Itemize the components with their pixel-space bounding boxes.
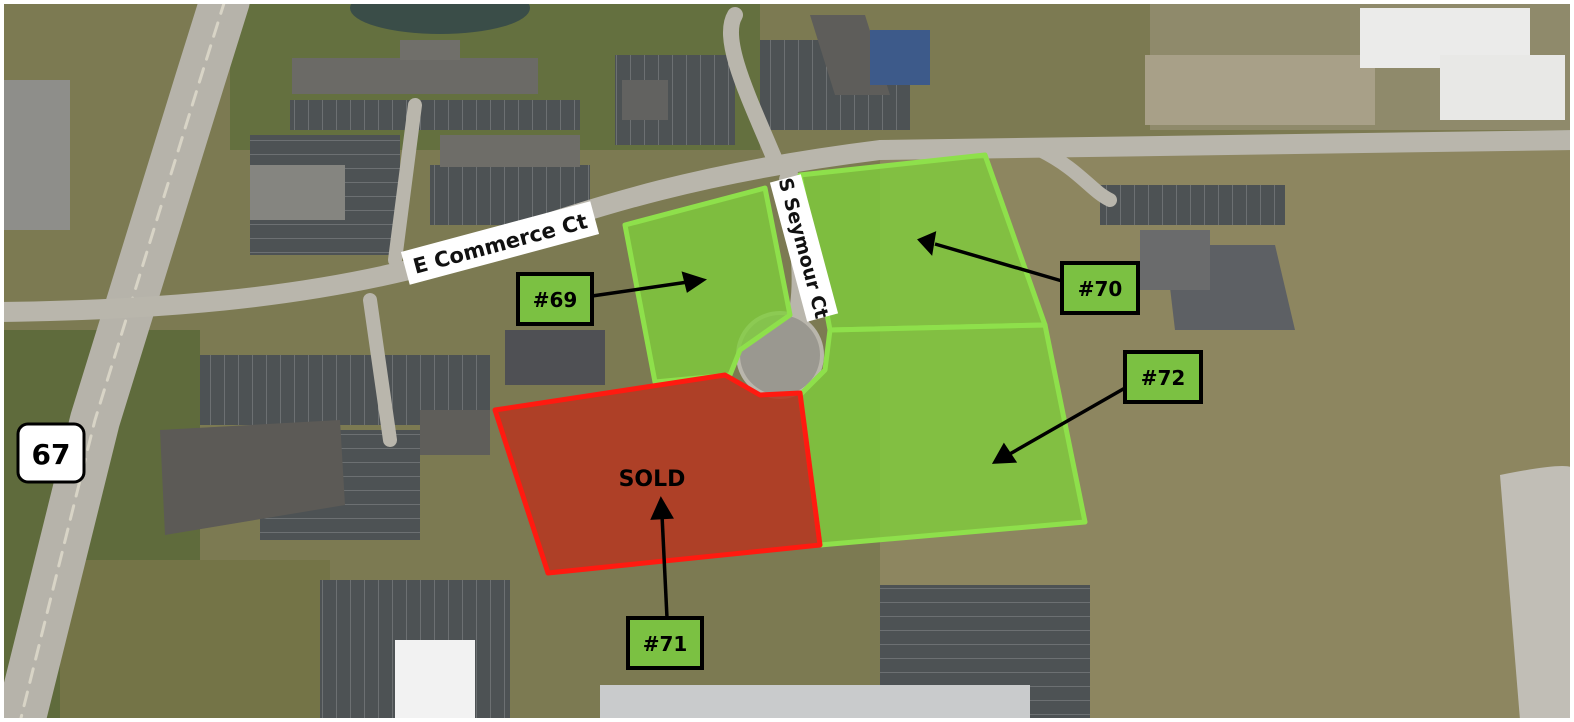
svg-text:#69: #69 [533, 288, 578, 312]
arrow-72 [1007, 386, 1126, 457]
lot-arrows [591, 231, 1126, 619]
arrow-69 [591, 280, 689, 298]
arrow-70 [934, 242, 1063, 283]
route-number: 67 [32, 438, 71, 471]
lot-72-label[interactable]: #72 [1123, 350, 1203, 404]
highway-67 [0, 0, 250, 722]
lot-labels: #69 #70 #72 #71 SOLD [516, 261, 1203, 670]
lot-71-parcel[interactable] [492, 372, 823, 576]
lot-70-label[interactable]: #70 [1060, 261, 1140, 315]
sold-label: SOLD [619, 467, 686, 492]
lot-71-label[interactable]: #71 [626, 616, 704, 670]
svg-text:#71: #71 [643, 632, 688, 656]
lot-69-label[interactable]: #69 [516, 272, 594, 326]
arrow-71 [660, 514, 669, 619]
route-67-shield: 67 [16, 422, 86, 484]
surroundings [0, 8, 1574, 722]
svg-text:#72: #72 [1141, 366, 1186, 390]
svg-text:#70: #70 [1078, 277, 1123, 301]
lot-69-parcel[interactable] [622, 185, 793, 385]
